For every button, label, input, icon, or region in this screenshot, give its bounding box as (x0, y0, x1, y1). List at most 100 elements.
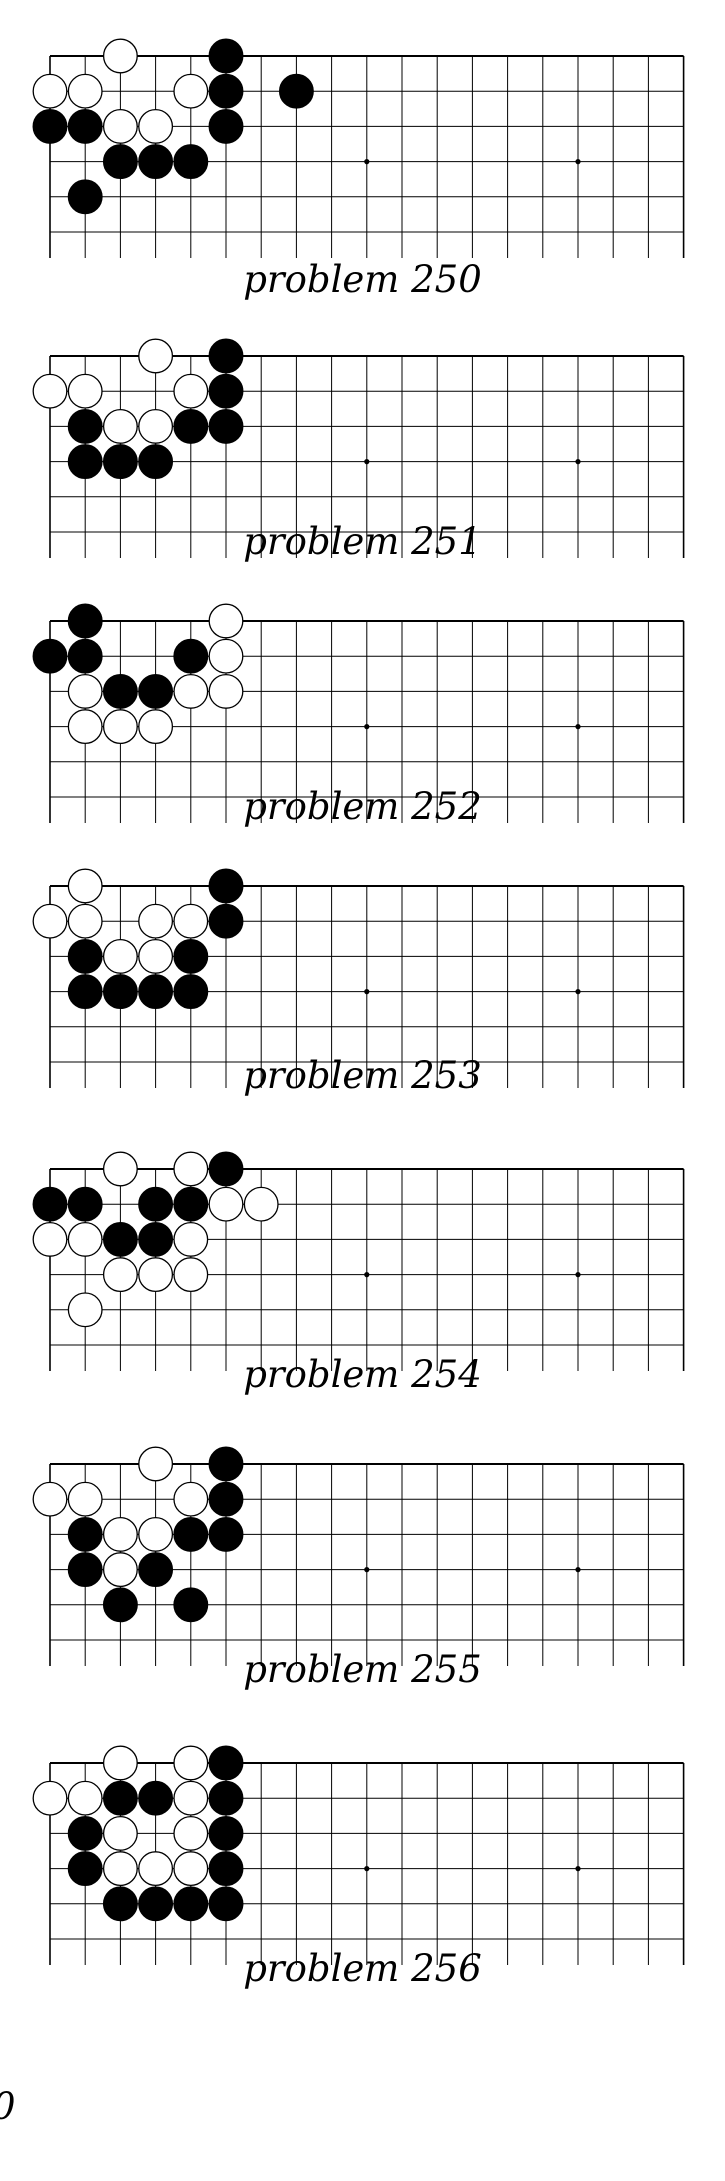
star-point (364, 1866, 370, 1872)
black-stone (138, 1886, 174, 1922)
white-stone (208, 603, 244, 639)
white-stone (67, 373, 103, 409)
white-stone (102, 938, 138, 974)
white-stone (173, 1151, 209, 1187)
white-stone (243, 1186, 279, 1222)
white-stone (32, 1481, 68, 1517)
white-stone (138, 1516, 174, 1552)
white-stone (102, 709, 138, 745)
white-stone (67, 1481, 103, 1517)
black-stone (138, 1552, 174, 1588)
white-stone (173, 1221, 209, 1257)
black-stone (173, 1587, 209, 1623)
star-point (575, 724, 581, 730)
white-stone (138, 938, 174, 974)
black-stone (138, 1780, 174, 1816)
black-stone (138, 1221, 174, 1257)
white-stone (102, 108, 138, 144)
page-number: 0 (0, 2085, 16, 2128)
black-stone (32, 108, 68, 144)
black-stone (67, 408, 103, 444)
black-stone (208, 1516, 244, 1552)
star-point (575, 989, 581, 995)
black-stone (67, 108, 103, 144)
black-stone (102, 673, 138, 709)
black-stone (208, 38, 244, 74)
white-stone (32, 903, 68, 939)
white-stone (102, 38, 138, 74)
white-stone (102, 1151, 138, 1187)
white-stone (102, 1745, 138, 1781)
black-stone (208, 108, 244, 144)
white-stone (67, 1292, 103, 1328)
black-stone (208, 1886, 244, 1922)
black-stone (208, 1151, 244, 1187)
white-stone (67, 673, 103, 709)
white-stone (67, 1780, 103, 1816)
white-stone (138, 1446, 174, 1482)
white-stone (208, 1186, 244, 1222)
white-stone (138, 338, 174, 374)
black-stone (208, 73, 244, 109)
black-stone (67, 603, 103, 639)
black-stone (208, 1780, 244, 1816)
black-stone (208, 1851, 244, 1887)
black-stone (208, 1481, 244, 1517)
black-stone (138, 444, 174, 480)
black-stone (102, 1780, 138, 1816)
white-stone (138, 903, 174, 939)
problem-caption: problem 255 (243, 1648, 482, 1691)
white-stone (67, 868, 103, 904)
black-stone (67, 444, 103, 480)
white-stone (173, 673, 209, 709)
white-stone (32, 373, 68, 409)
white-stone (173, 1851, 209, 1887)
black-stone (208, 408, 244, 444)
white-stone (173, 1257, 209, 1293)
white-stone (102, 1257, 138, 1293)
problem-caption: problem 251 (243, 520, 482, 563)
white-stone (138, 709, 174, 745)
black-stone (173, 1886, 209, 1922)
problem-caption: problem 254 (243, 1353, 482, 1396)
white-stone (173, 903, 209, 939)
problem-caption: problem 250 (243, 258, 482, 301)
problem-caption: problem 252 (243, 785, 482, 828)
white-stone (138, 1851, 174, 1887)
go-board (32, 38, 685, 258)
white-stone (208, 638, 244, 674)
black-stone (102, 444, 138, 480)
go-board (32, 1446, 685, 1666)
black-stone (173, 1516, 209, 1552)
white-stone (138, 408, 174, 444)
black-stone (32, 1186, 68, 1222)
black-stone (67, 1815, 103, 1851)
black-stone (138, 1186, 174, 1222)
star-point (364, 159, 370, 165)
star-point (575, 1272, 581, 1278)
white-stone (102, 1851, 138, 1887)
black-stone (173, 144, 209, 180)
black-stone (67, 179, 103, 215)
black-stone (67, 1552, 103, 1588)
black-stone (208, 1446, 244, 1482)
black-stone (173, 974, 209, 1010)
problem-caption: problem 253 (243, 1054, 482, 1097)
go-board (32, 1151, 685, 1371)
white-stone (102, 408, 138, 444)
black-stone (67, 1186, 103, 1222)
black-stone (208, 1745, 244, 1781)
black-stone (67, 938, 103, 974)
black-stone (208, 903, 244, 939)
black-stone (208, 1815, 244, 1851)
star-point (364, 724, 370, 730)
black-stone (102, 1221, 138, 1257)
black-stone (67, 638, 103, 674)
white-stone (208, 673, 244, 709)
white-stone (67, 73, 103, 109)
black-stone (138, 673, 174, 709)
white-stone (32, 73, 68, 109)
white-stone (67, 903, 103, 939)
black-stone (67, 1516, 103, 1552)
white-stone (138, 1257, 174, 1293)
